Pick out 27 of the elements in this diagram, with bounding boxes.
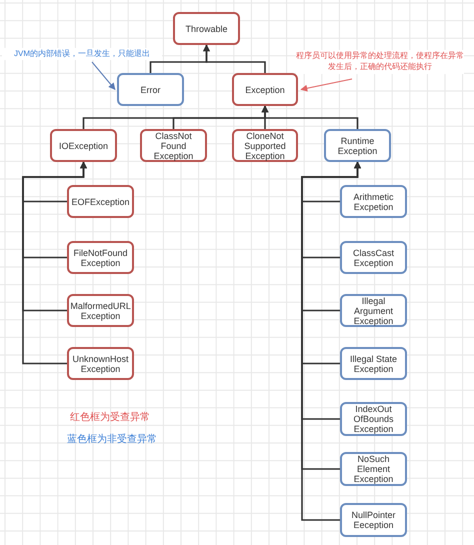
class-box: NullPointer Eeception	[340, 503, 407, 537]
legend-note: 红色框为受查异常	[70, 410, 150, 424]
class-box: ClassNot Found Exception	[140, 129, 207, 162]
class-box: IndexOut OfBounds Exception	[340, 402, 407, 436]
leader-arrow	[92, 62, 116, 90]
class-box: MalformedURL Exception	[67, 294, 134, 327]
arrow	[203, 44, 266, 73]
class-box: Runtime Exception	[324, 129, 391, 162]
class-box: CloneNot Supported Exception	[232, 129, 298, 162]
class-box: Illegal Argument Exception	[340, 294, 407, 327]
legend-note: 蓝色框为非受查异常	[67, 432, 157, 446]
class-box: UnknownHost Exception	[67, 347, 134, 380]
class-box: NoSuch Element Exception	[340, 452, 407, 486]
class-box: Illegal State Exception	[340, 347, 407, 380]
class-box: FileNotFound Exception	[67, 241, 134, 274]
annotation-note: 程序员可以使用异常的处理流程，使程序在异常发生后，正确的代码还能执行	[296, 50, 464, 74]
class-box: Exception	[232, 73, 298, 106]
arrow	[22, 161, 87, 364]
class-box: Throwable	[173, 12, 240, 45]
class-box: EOFException	[67, 185, 134, 218]
arrow	[262, 105, 358, 129]
class-box: Error	[117, 73, 184, 106]
annotation-note: JVM的内部错误，一旦发生，只能退出	[2, 48, 162, 60]
class-box: ClassCast Exception	[340, 241, 407, 274]
leader-arrow	[300, 78, 352, 92]
class-box: IOException	[50, 129, 117, 162]
class-box: Arithmetic Excpetion	[340, 185, 407, 218]
